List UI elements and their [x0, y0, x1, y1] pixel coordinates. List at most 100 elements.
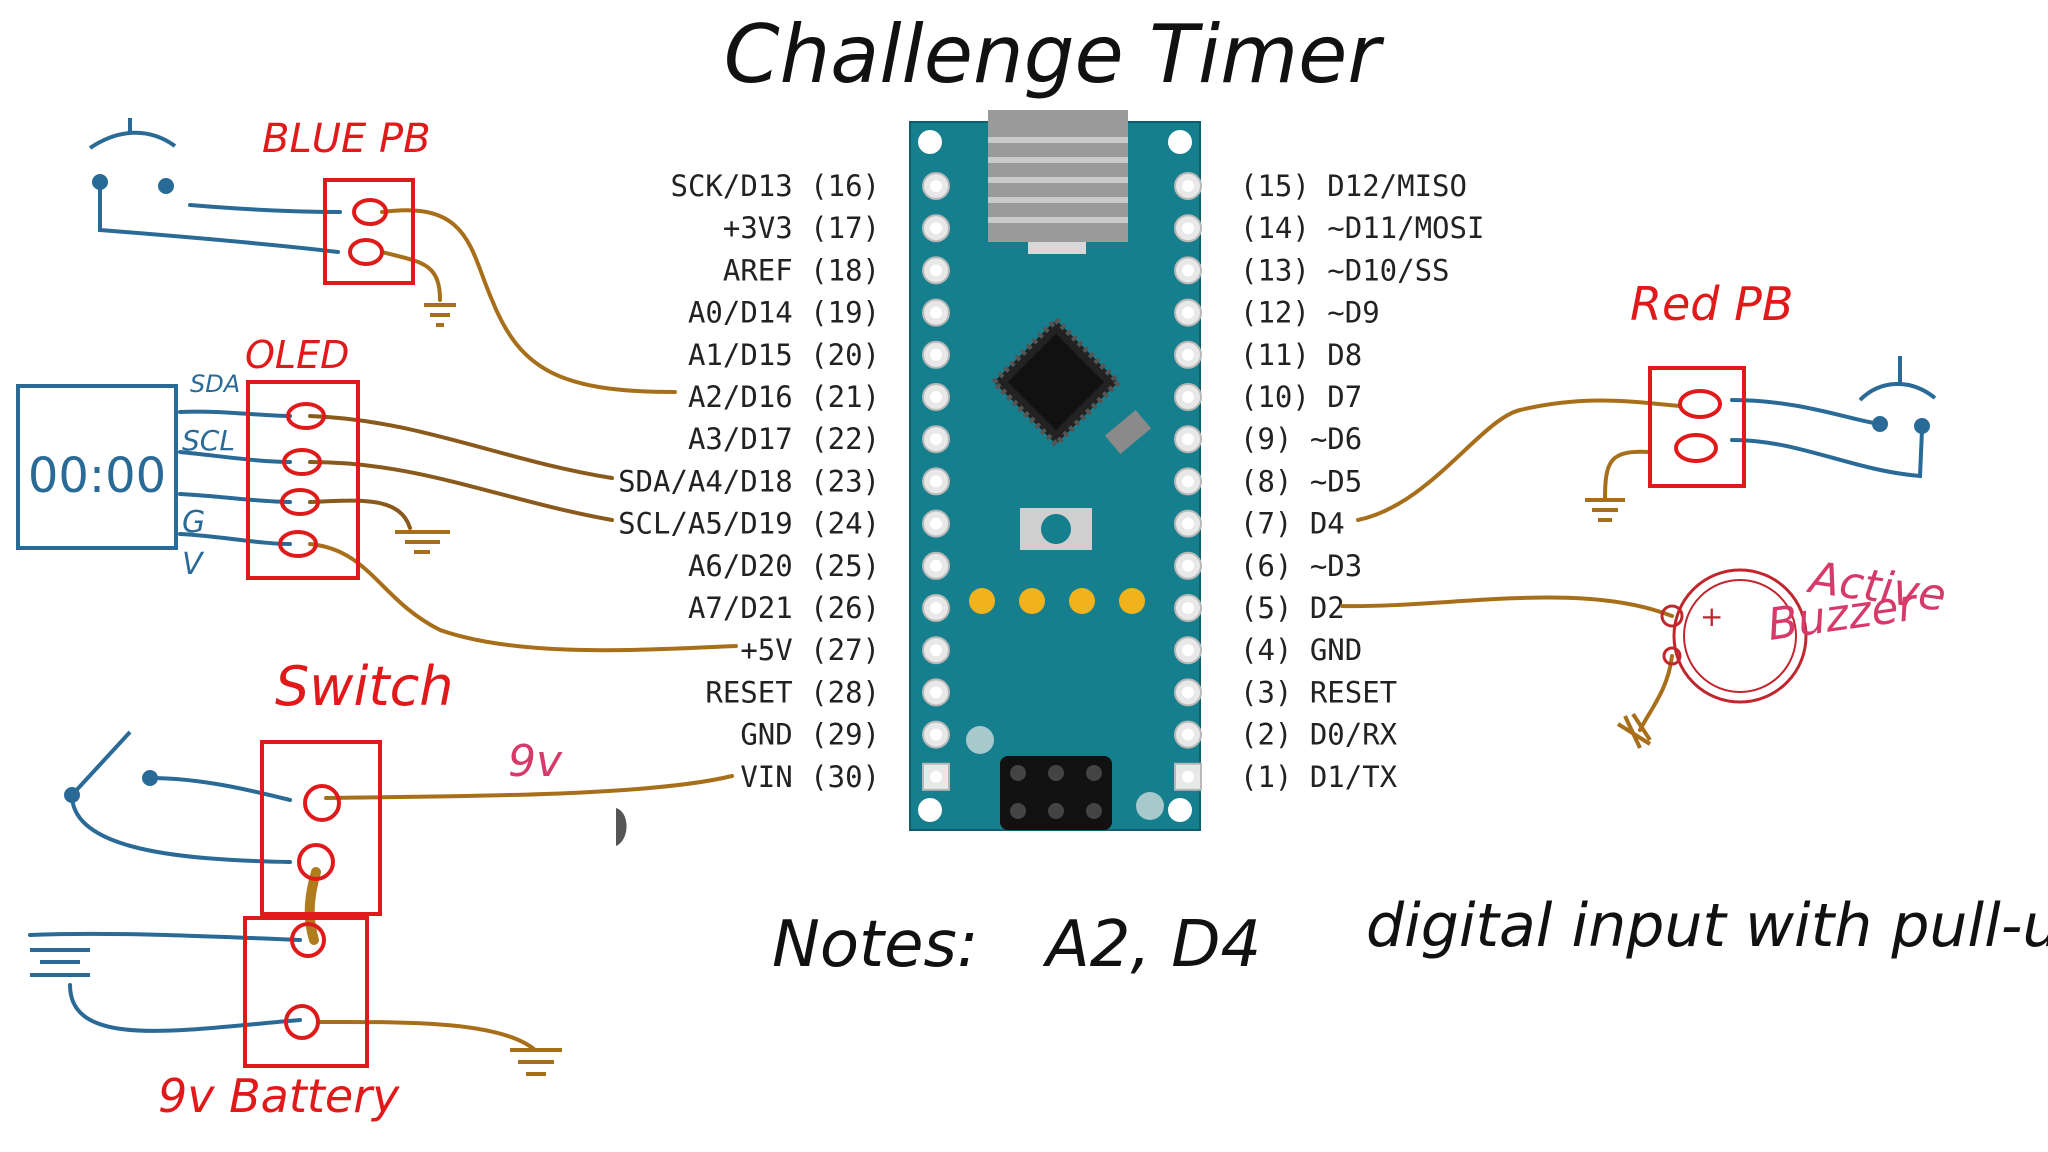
gnd-label: G — [182, 505, 205, 540]
battery-symbol-icon — [30, 948, 90, 977]
wire-switch-battery-link — [304, 867, 321, 945]
notes-text: digital input with pull-up — [1366, 891, 2048, 961]
left-header-pad — [922, 762, 950, 791]
wire-buzzer-to-gnd — [1638, 654, 1674, 732]
notes-prefix: Notes: — [772, 908, 978, 982]
left-pin-label: +5V (27) — [740, 633, 880, 667]
ground-symbol — [395, 530, 450, 554]
wire-blue-pb-contact-2 — [98, 180, 340, 254]
wire-switch-contact-2 — [70, 793, 292, 864]
left-pin-label: SCK/D13 (16) — [670, 169, 880, 203]
wire-red-pb-contact-2 — [1730, 428, 1924, 479]
wire-battery-contact-1 — [28, 931, 302, 942]
right-pin-label: (10) D7 — [1240, 380, 1362, 414]
pad-hole — [1182, 180, 1194, 192]
pad-hole — [1182, 348, 1194, 361]
pad-hole — [930, 686, 942, 699]
left-pin-label: SCL/A5/D19 (24) — [618, 507, 880, 541]
left-pin-label: A7/D21 (26) — [688, 591, 880, 625]
pad-hole — [930, 348, 942, 361]
right-pin-label: (4) GND — [1240, 633, 1362, 667]
left-pin-label: VIN (30) — [740, 760, 880, 794]
blue-pushbutton: BLUE PB — [88, 116, 431, 285]
wire-oled-gnd-link — [178, 492, 292, 504]
pad-hole — [1182, 391, 1194, 403]
pad-hole — [1182, 728, 1194, 741]
notes: Notes: A2, D4 digital input with pull-up — [772, 891, 2048, 982]
left-pin-label: +3V3 (17) — [723, 211, 880, 245]
left-pin-label: AREF (18) — [723, 253, 880, 287]
wire-oled-sda — [308, 414, 614, 480]
oled-display-text: 00:00 — [28, 448, 166, 504]
pad-hole — [930, 602, 942, 614]
pad-hole — [930, 644, 942, 657]
pad-hole — [930, 222, 942, 235]
right-pin-label: (8) ~D5 — [1240, 464, 1362, 498]
wire-oled-vcc — [308, 542, 738, 653]
left-pin-label: RESET (28) — [705, 675, 880, 709]
left-pin-label: GND (29) — [740, 718, 880, 752]
left-pin-labels: SCK/D13 (16) +3V3 (17) AREF (18) A0/D14 (19… — [618, 169, 880, 794]
pad-hole — [930, 728, 942, 741]
blue-pb-label: BLUE PB — [262, 116, 431, 162]
pad-hole — [1182, 306, 1194, 319]
right-pin-label: (6) ~D3 — [1240, 549, 1362, 583]
diagram-title: Challenge Timer — [724, 8, 1386, 101]
right-pin-label: (2) D0/RX — [1240, 718, 1398, 752]
pad-hole — [1182, 644, 1194, 657]
ground-symbol — [1616, 712, 1652, 749]
right-pin-label: (7) D4 — [1240, 507, 1345, 541]
right-pin-labels: (15) D12/MISO(14) ~D11/MOSI(13) ~D10/SS(… — [1240, 169, 1484, 794]
reset-button — [1020, 508, 1092, 550]
wire-red-pb-to-gnd — [1603, 449, 1652, 502]
board-led — [1019, 588, 1045, 614]
wire-battery-to-gnd — [316, 1019, 537, 1052]
right-pin-label: (9) ~D6 — [1240, 422, 1362, 456]
nine-volt-label: 9v — [508, 736, 563, 787]
pad-hole — [1182, 602, 1194, 614]
wire-oled-scl-link — [178, 450, 292, 464]
pad-hole — [930, 517, 942, 530]
red-pb-label: Red PB — [1630, 277, 1793, 331]
pad-hole — [930, 264, 942, 277]
board-led — [1119, 588, 1145, 614]
pad-hole — [930, 770, 942, 783]
oled-screen — [16, 384, 178, 550]
right-pin-label: (3) RESET — [1240, 675, 1397, 709]
toggle-switch-icon — [64, 730, 158, 803]
left-pin-label: A6/D20 (25) — [688, 549, 880, 583]
right-pin-label: (5) D2 — [1240, 591, 1345, 625]
pushbutton-switch-icon — [1858, 356, 1937, 434]
switch-label: Switch — [275, 655, 454, 718]
wire-blue-pb-to-a2 — [380, 208, 677, 394]
wire-blue-pb-to-gnd — [380, 250, 442, 302]
left-pin-label: A3/D17 (22) — [688, 422, 880, 456]
board-led — [969, 588, 995, 614]
wire-switch-to-vin — [324, 774, 734, 800]
left-pin-label: A0/D14 (19) — [688, 296, 880, 330]
right-pin-label: (14) ~D11/MOSI — [1240, 211, 1484, 245]
right-pin-label: (1) D1/TX — [1240, 760, 1398, 794]
wire-battery-contact-2 — [68, 983, 302, 1033]
right-pin-label: (13) ~D10/SS — [1240, 253, 1450, 287]
ground-symbol — [424, 303, 456, 327]
vcc-label: V — [182, 547, 205, 582]
left-pin-label: A2/D16 (21) — [688, 380, 880, 414]
wire-oled-scl — [308, 460, 614, 522]
pad-hole — [930, 306, 942, 319]
pad-hole — [1182, 770, 1194, 783]
ground-symbol — [510, 1048, 562, 1076]
wire-end-cap-icon — [616, 808, 627, 846]
wire-blue-pb-contact-1 — [188, 203, 342, 214]
microcontroller-chip — [989, 315, 1123, 449]
wire-switch-contact-1 — [148, 776, 292, 802]
board-led — [1069, 588, 1095, 614]
active-buzzer: + Active Buzzer — [1660, 552, 1949, 704]
right-pin-label: (12) ~D9 — [1240, 296, 1380, 330]
arduino-nano-board — [909, 110, 1202, 831]
oled-label: OLED — [245, 333, 349, 377]
ground-symbol — [1585, 498, 1625, 522]
pad-hole — [1182, 222, 1194, 235]
red-pushbutton: Red PB — [1630, 277, 1937, 488]
